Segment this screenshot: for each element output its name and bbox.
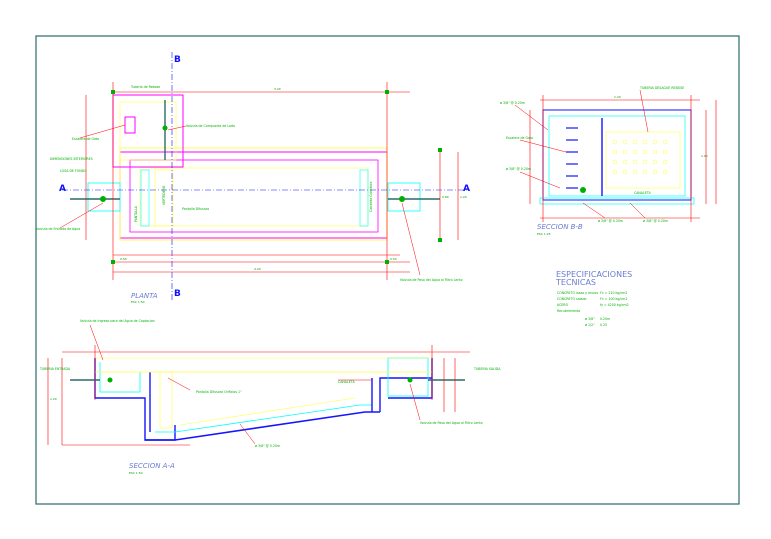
secb-scale: ESC 1:25 bbox=[537, 232, 551, 236]
plan-upper-chamber bbox=[112, 94, 184, 168]
seca-title: SECCION A-A bbox=[129, 462, 175, 470]
plan-dim-total: 4.20 bbox=[254, 267, 261, 271]
seca-left-chamber-inner bbox=[99, 362, 141, 393]
secb-inner-wall bbox=[548, 115, 686, 197]
plan-label-mid3: Canaleta Colectora bbox=[369, 181, 373, 212]
plan-upper-chamber-inner bbox=[119, 101, 177, 161]
plan-title: PLANTA bbox=[131, 292, 158, 300]
seca-leaders bbox=[89, 324, 421, 445]
specs-row-4-v: 0.20m bbox=[600, 317, 610, 321]
secb-outer-wall bbox=[542, 109, 692, 201]
specs-row-1-v: f'c = 100 kg/cm2 bbox=[600, 297, 627, 301]
plan-label-top2: Valvula de Compuerta de Lodo bbox=[186, 124, 235, 128]
plan-weir bbox=[154, 169, 174, 227]
seca-diffuser bbox=[159, 371, 173, 429]
seca-label-mid: Pantalla Difusora Orificios 1" bbox=[196, 390, 242, 394]
plan-dimensions bbox=[85, 82, 459, 280]
plan-label-left4: Valvula de Entrada de Agua bbox=[36, 227, 80, 231]
plan-mark-a-left: A bbox=[59, 184, 66, 194]
secb-leaders bbox=[514, 89, 649, 219]
secb-label-bottom2: ø 3/8" @ 0.20m bbox=[643, 219, 668, 223]
specs-block: ESPECIFICACIONES TECNICAS CONCRETO losas… bbox=[555, 270, 632, 327]
specs-row-3-k: Recubrimiento bbox=[557, 309, 580, 313]
seca-outlet-valve bbox=[407, 377, 413, 383]
secb-label-top-left: ø 3/8" @ 0.20m bbox=[500, 101, 525, 105]
secb-dimensions bbox=[529, 95, 717, 222]
secb-label-left2: ø 3/8" @ 0.20m bbox=[506, 167, 531, 171]
specs-row-5-v: 0.25 bbox=[600, 323, 607, 327]
secb-orifices bbox=[612, 139, 668, 175]
seca-right-box bbox=[387, 357, 429, 397]
plan-label-mid1: VERTEDERO bbox=[162, 185, 166, 205]
seca-label-left: TUBERIA ENTRADA bbox=[39, 367, 71, 371]
plan-basin-outer bbox=[119, 151, 388, 239]
seca-label-top: Valvula de Ingreso para del Agua de Capt… bbox=[80, 319, 155, 323]
secb-label-bottom1: ø 3/8" @ 0.20m bbox=[598, 219, 623, 223]
secb-valve bbox=[580, 187, 586, 193]
specs-title2: TECNICAS bbox=[555, 278, 596, 287]
secb-label-mid: CANALETA bbox=[634, 191, 651, 195]
seca-sloped-floor-inner bbox=[155, 404, 372, 433]
plan-mark-a-right: A bbox=[463, 184, 470, 194]
plan-dim-mid: 3.20 bbox=[274, 87, 281, 91]
sheet-border bbox=[35, 35, 740, 505]
plan-basin-inner bbox=[139, 167, 369, 227]
specs-row-1-k: CONCRETO solado bbox=[557, 297, 587, 301]
plan-dim-left: 0.50 bbox=[120, 257, 127, 261]
plan-label-mid2: Pantalla Difusora bbox=[182, 207, 209, 211]
plan-diffuser bbox=[140, 169, 150, 227]
seca-sloped-floor bbox=[145, 411, 380, 441]
seca-label-right2: TUBERIA SALIDA bbox=[473, 367, 501, 371]
specs-row-4-k: ø 3/8" bbox=[585, 317, 595, 321]
plan-dim-h2: 0.80 bbox=[442, 195, 449, 199]
plan-mark-b-top: B bbox=[174, 55, 181, 65]
plan-outlet-valve bbox=[399, 196, 405, 202]
plan-scale: ESC 1:50 bbox=[131, 300, 145, 304]
specs-row-0-v: f'c = 210 kg/cm2 bbox=[600, 291, 627, 295]
secb-label-top-right: TUBERIA DESAGUE REBOSE bbox=[639, 86, 684, 90]
specs-row-2-v: fy = 4200 kg/cm2 bbox=[600, 303, 629, 307]
plan-label-bottom1: Valvula de Paso del Agua al Filtro Lento bbox=[400, 278, 463, 282]
secb-label-left1: Escalera de Gato bbox=[506, 136, 533, 140]
plan-channel bbox=[359, 169, 369, 227]
seca-label-bottom1: Valvula de Paso del Agua al Filtro Lento bbox=[420, 421, 483, 425]
section-a: SECCION A-A ESC 1:50 Valvula de Ingreso … bbox=[39, 319, 501, 475]
seca-slope-yellow bbox=[179, 397, 356, 426]
plan-dim-h: 1.20 bbox=[460, 195, 467, 199]
plan-label-top1: Tuberia de Rebose bbox=[130, 85, 160, 89]
seca-label-bottom2: ø 3/8" @ 0.20m bbox=[255, 444, 280, 448]
specs-row-0-k: CONCRETO losas y muros bbox=[557, 291, 598, 295]
plan-hatch bbox=[124, 116, 136, 134]
plan-basin-wall bbox=[129, 159, 379, 233]
specs-row-5-k: ø 1/2" bbox=[585, 323, 595, 327]
section-b: SECCION B-B ESC 1:25 ø 3/8" @ 0.20m TUBE… bbox=[500, 86, 717, 236]
plan-label-mid4: PANTALLA bbox=[134, 205, 138, 222]
plan-label-left3: LOSA DE FONDO bbox=[60, 169, 87, 173]
seca-dimensions bbox=[47, 345, 470, 446]
plan-dim-ticks bbox=[111, 90, 442, 264]
seca-inlet-valve bbox=[107, 377, 113, 383]
seca-right-chamber bbox=[371, 358, 433, 412]
plan-leaders bbox=[59, 124, 421, 276]
plan-inlet-valve bbox=[100, 196, 106, 202]
plan-mark-b-bottom: B bbox=[174, 289, 181, 299]
secb-title: SECCION B-B bbox=[537, 223, 583, 231]
seca-dim-h: 1.20 bbox=[50, 397, 57, 401]
secb-dim-w: 1.20 bbox=[614, 95, 621, 99]
seca-scale: ESC 1:50 bbox=[129, 471, 143, 475]
secb-ladder bbox=[566, 127, 578, 189]
plan-dim-right: 0.50 bbox=[390, 257, 397, 261]
specs-title1: ESPECIFICACIONES bbox=[556, 270, 632, 279]
plan-view: A A B B PLANTA ESC 1:50 Tuberia de Rebos… bbox=[36, 52, 470, 304]
secb-dim-h: 1.00 bbox=[701, 154, 708, 158]
specs-row-2-k: ACERO bbox=[557, 303, 569, 307]
plan-label-left1: Escalera de Gato bbox=[72, 137, 99, 141]
seca-label-right1: CANALETA bbox=[338, 380, 355, 384]
secb-slab bbox=[539, 197, 695, 205]
plan-sludge-valve bbox=[162, 125, 168, 131]
plan-label-left2: DIMENSIONES INTERIORES bbox=[50, 157, 93, 161]
secb-filter-zone bbox=[605, 131, 681, 189]
plan-inlet-box bbox=[87, 182, 121, 212]
